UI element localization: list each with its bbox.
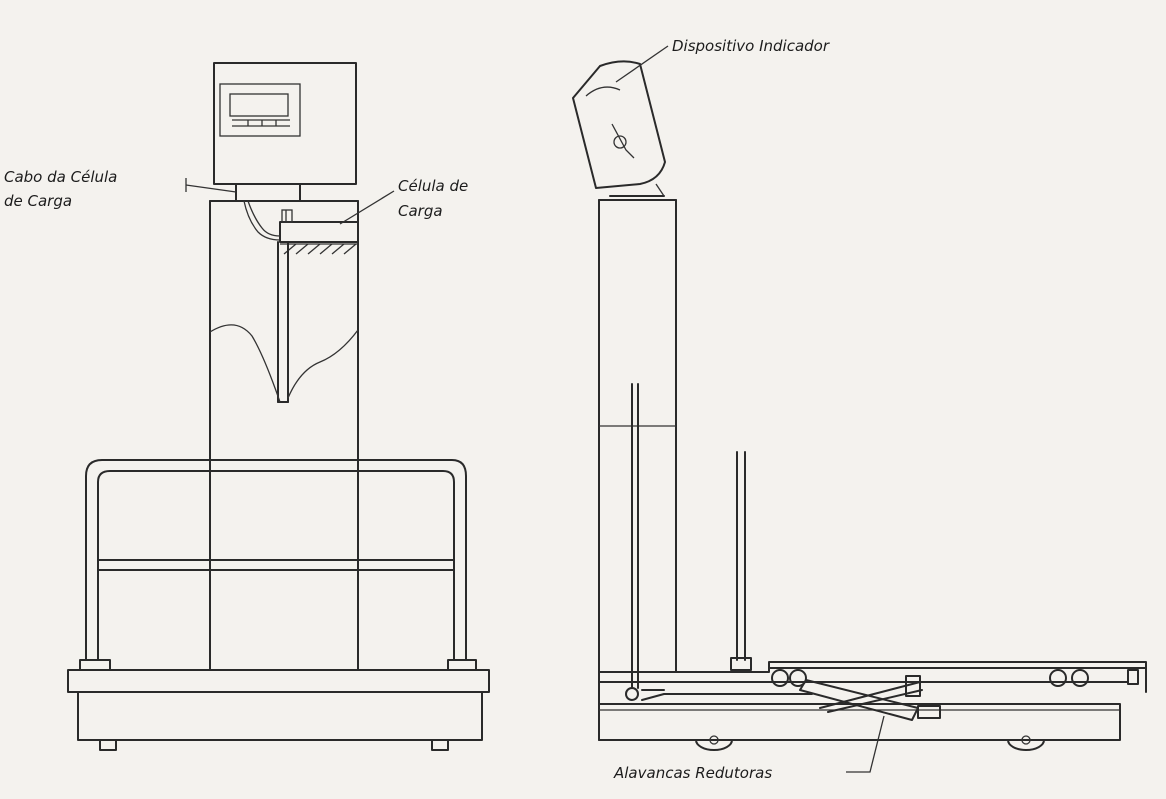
foot-right: [431, 739, 449, 751]
load-cell-hatch: [280, 243, 358, 255]
platform-post: [730, 451, 752, 671]
handrail: [85, 459, 467, 666]
side-vertical-rod: [625, 383, 639, 701]
load-cell-cable: [243, 200, 281, 241]
platform: [67, 669, 490, 741]
rail-foot-left: [79, 659, 111, 671]
cell-leader: [339, 190, 395, 225]
column: [209, 200, 359, 671]
indicator-leader: [615, 45, 669, 83]
cell-label-line2: Carga: [398, 202, 443, 220]
cable-label-line1: Cabo da Célula: [4, 168, 117, 186]
load-cell: [277, 209, 359, 403]
foot-left: [99, 739, 117, 751]
cable-label-line2: de Carga: [4, 192, 72, 210]
front-view-scale: [67, 62, 490, 751]
analog-indicator-head: [572, 60, 666, 197]
levers-leader: [846, 715, 885, 773]
wheels: [695, 735, 1045, 751]
side-view-scale: [572, 45, 1147, 773]
reducing-levers: [641, 675, 941, 721]
indicator-label: Dispositivo Indicador: [672, 37, 830, 55]
pivot-rollers: [771, 669, 1089, 687]
cutaway-line: [209, 324, 359, 403]
levers-label: Alavancas Redutoras: [613, 764, 772, 782]
rail-foot-right: [447, 659, 477, 671]
cable-leader: [185, 184, 237, 193]
cell-label-line1: Célula de: [398, 177, 468, 195]
